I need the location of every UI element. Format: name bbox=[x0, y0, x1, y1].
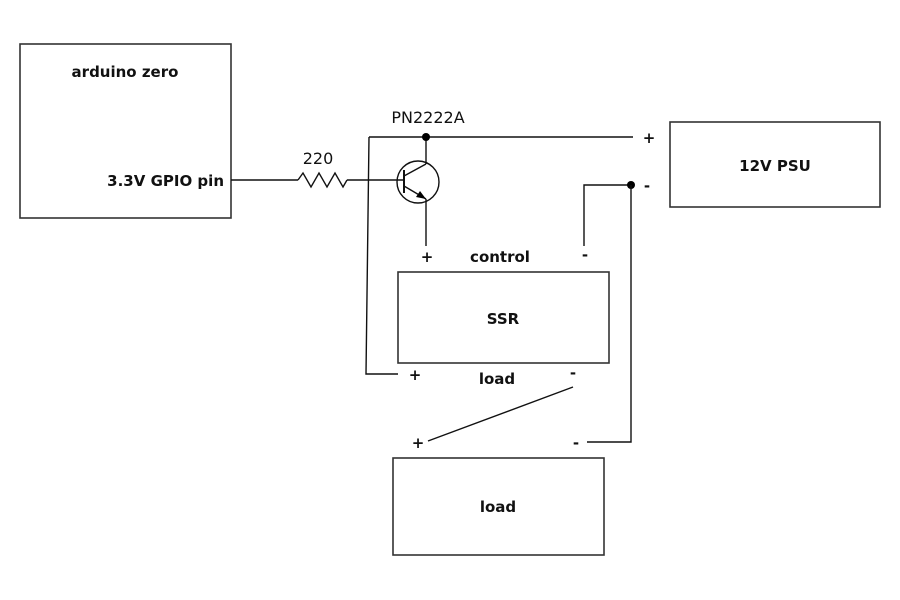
psu-label: 12V PSU bbox=[739, 157, 811, 175]
emitter-arrow-icon bbox=[416, 191, 426, 199]
wire-psu-minus-to-load-minus bbox=[587, 185, 632, 443]
ssr-load-plus-label: + bbox=[409, 366, 422, 384]
gpio-pin-label: 3.3V GPIO pin bbox=[107, 172, 224, 190]
ssr-load-label: load bbox=[479, 370, 515, 388]
ssr-box bbox=[397, 271, 610, 364]
transistor-body bbox=[396, 160, 440, 204]
load-minus-label: - bbox=[573, 434, 579, 452]
ssr-block: SSR control load + - + - bbox=[397, 246, 610, 388]
load-block: load + - bbox=[392, 434, 605, 556]
psu-box bbox=[669, 121, 881, 208]
ssr-load-minus-label: - bbox=[570, 364, 576, 382]
resistor-value-label: 220 bbox=[303, 149, 334, 168]
resistor-symbol bbox=[297, 171, 348, 189]
transistor-part-label: PN2222A bbox=[391, 108, 464, 127]
ssr-label: SSR bbox=[487, 310, 520, 328]
load-label: load bbox=[480, 498, 516, 516]
psu-block: 12V PSU + - bbox=[643, 121, 881, 208]
ssr-control-plus-label: + bbox=[421, 248, 434, 266]
arduino-box bbox=[19, 43, 232, 219]
load-plus-label: + bbox=[412, 434, 425, 452]
ssr-control-minus-label: - bbox=[582, 246, 588, 264]
wire-rail-to-ssr-load-plus bbox=[365, 136, 398, 375]
load-box bbox=[392, 457, 605, 556]
transistor-collector-leg bbox=[403, 163, 427, 177]
ssr-control-label: control bbox=[470, 248, 530, 266]
junction-dot-collector bbox=[422, 133, 430, 141]
arduino-block: arduino zero 3.3V GPIO pin bbox=[19, 43, 232, 219]
psu-plus-label: + bbox=[643, 129, 656, 147]
wire-psu-minus-to-ssr-control-minus bbox=[583, 184, 631, 246]
transistor-npn: PN2222A bbox=[391, 108, 465, 246]
arduino-label: arduino zero bbox=[72, 63, 179, 81]
wire-ssr-load-minus-to-load-plus bbox=[427, 386, 574, 442]
psu-minus-label: - bbox=[644, 177, 650, 195]
